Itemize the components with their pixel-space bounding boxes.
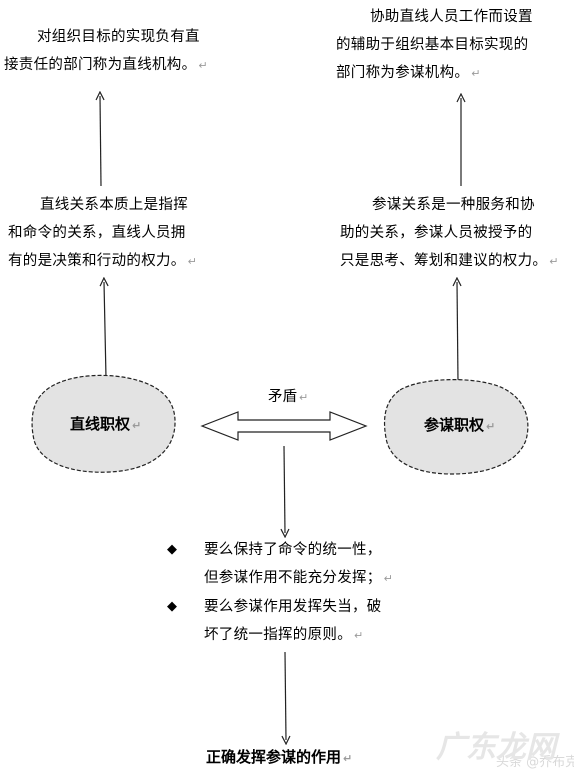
arrow-staff-node-to-nature: [457, 282, 458, 383]
staff-nature-text: 参谋关系是一种服务和协 助的关系，参谋人员被授予的 只是思考、筹划和建议的权力。…: [340, 197, 559, 269]
arrow-line-nature-to-definition: [100, 96, 101, 187]
line-nature-text: 直线关系本质上是指挥 和命令的关系，直线人员拥 有的是决策和行动的权力。↵: [8, 197, 198, 269]
arrow-line-node-to-nature: [104, 282, 106, 379]
arrow-conflict-to-outcomes: [284, 445, 285, 533]
arrow-outcomes-to-conclusion: [285, 651, 286, 740]
staff-authority-label: 参谋职权↵: [424, 416, 496, 434]
outcome-1-text: 要么保持了命令的统一性， 但参谋作用不能充分发挥；↵: [204, 542, 394, 586]
outcome-2-bullet: ◆: [167, 599, 177, 614]
conclusion-text: 正确发挥参谋的作用↵: [206, 748, 353, 766]
conflict-double-arrow: [200, 411, 368, 441]
watermark-text: 头条 @乔布克: [496, 755, 574, 770]
line-authority-label: 直线职权↵: [70, 415, 142, 433]
staff-definition-text: 协助直线人员工作而设置 的辅助于组织基本目标实现的 部门称为参谋机构。↵: [336, 9, 533, 81]
site-logo: 广东龙网: [436, 730, 556, 765]
outcome-2-text: 要么参谋作用发挥失当，破 坏了统一指挥的原则。↵: [204, 599, 382, 643]
outcome-1-bullet: ◆: [167, 542, 177, 557]
line-definition-text: 对组织目标的实现负有直 接责任的部门称为直线机构。↵: [4, 29, 208, 73]
conflict-label: 矛盾↵: [268, 389, 309, 405]
line-authority-node: [31, 374, 176, 473]
staff-authority-node: [383, 379, 529, 475]
